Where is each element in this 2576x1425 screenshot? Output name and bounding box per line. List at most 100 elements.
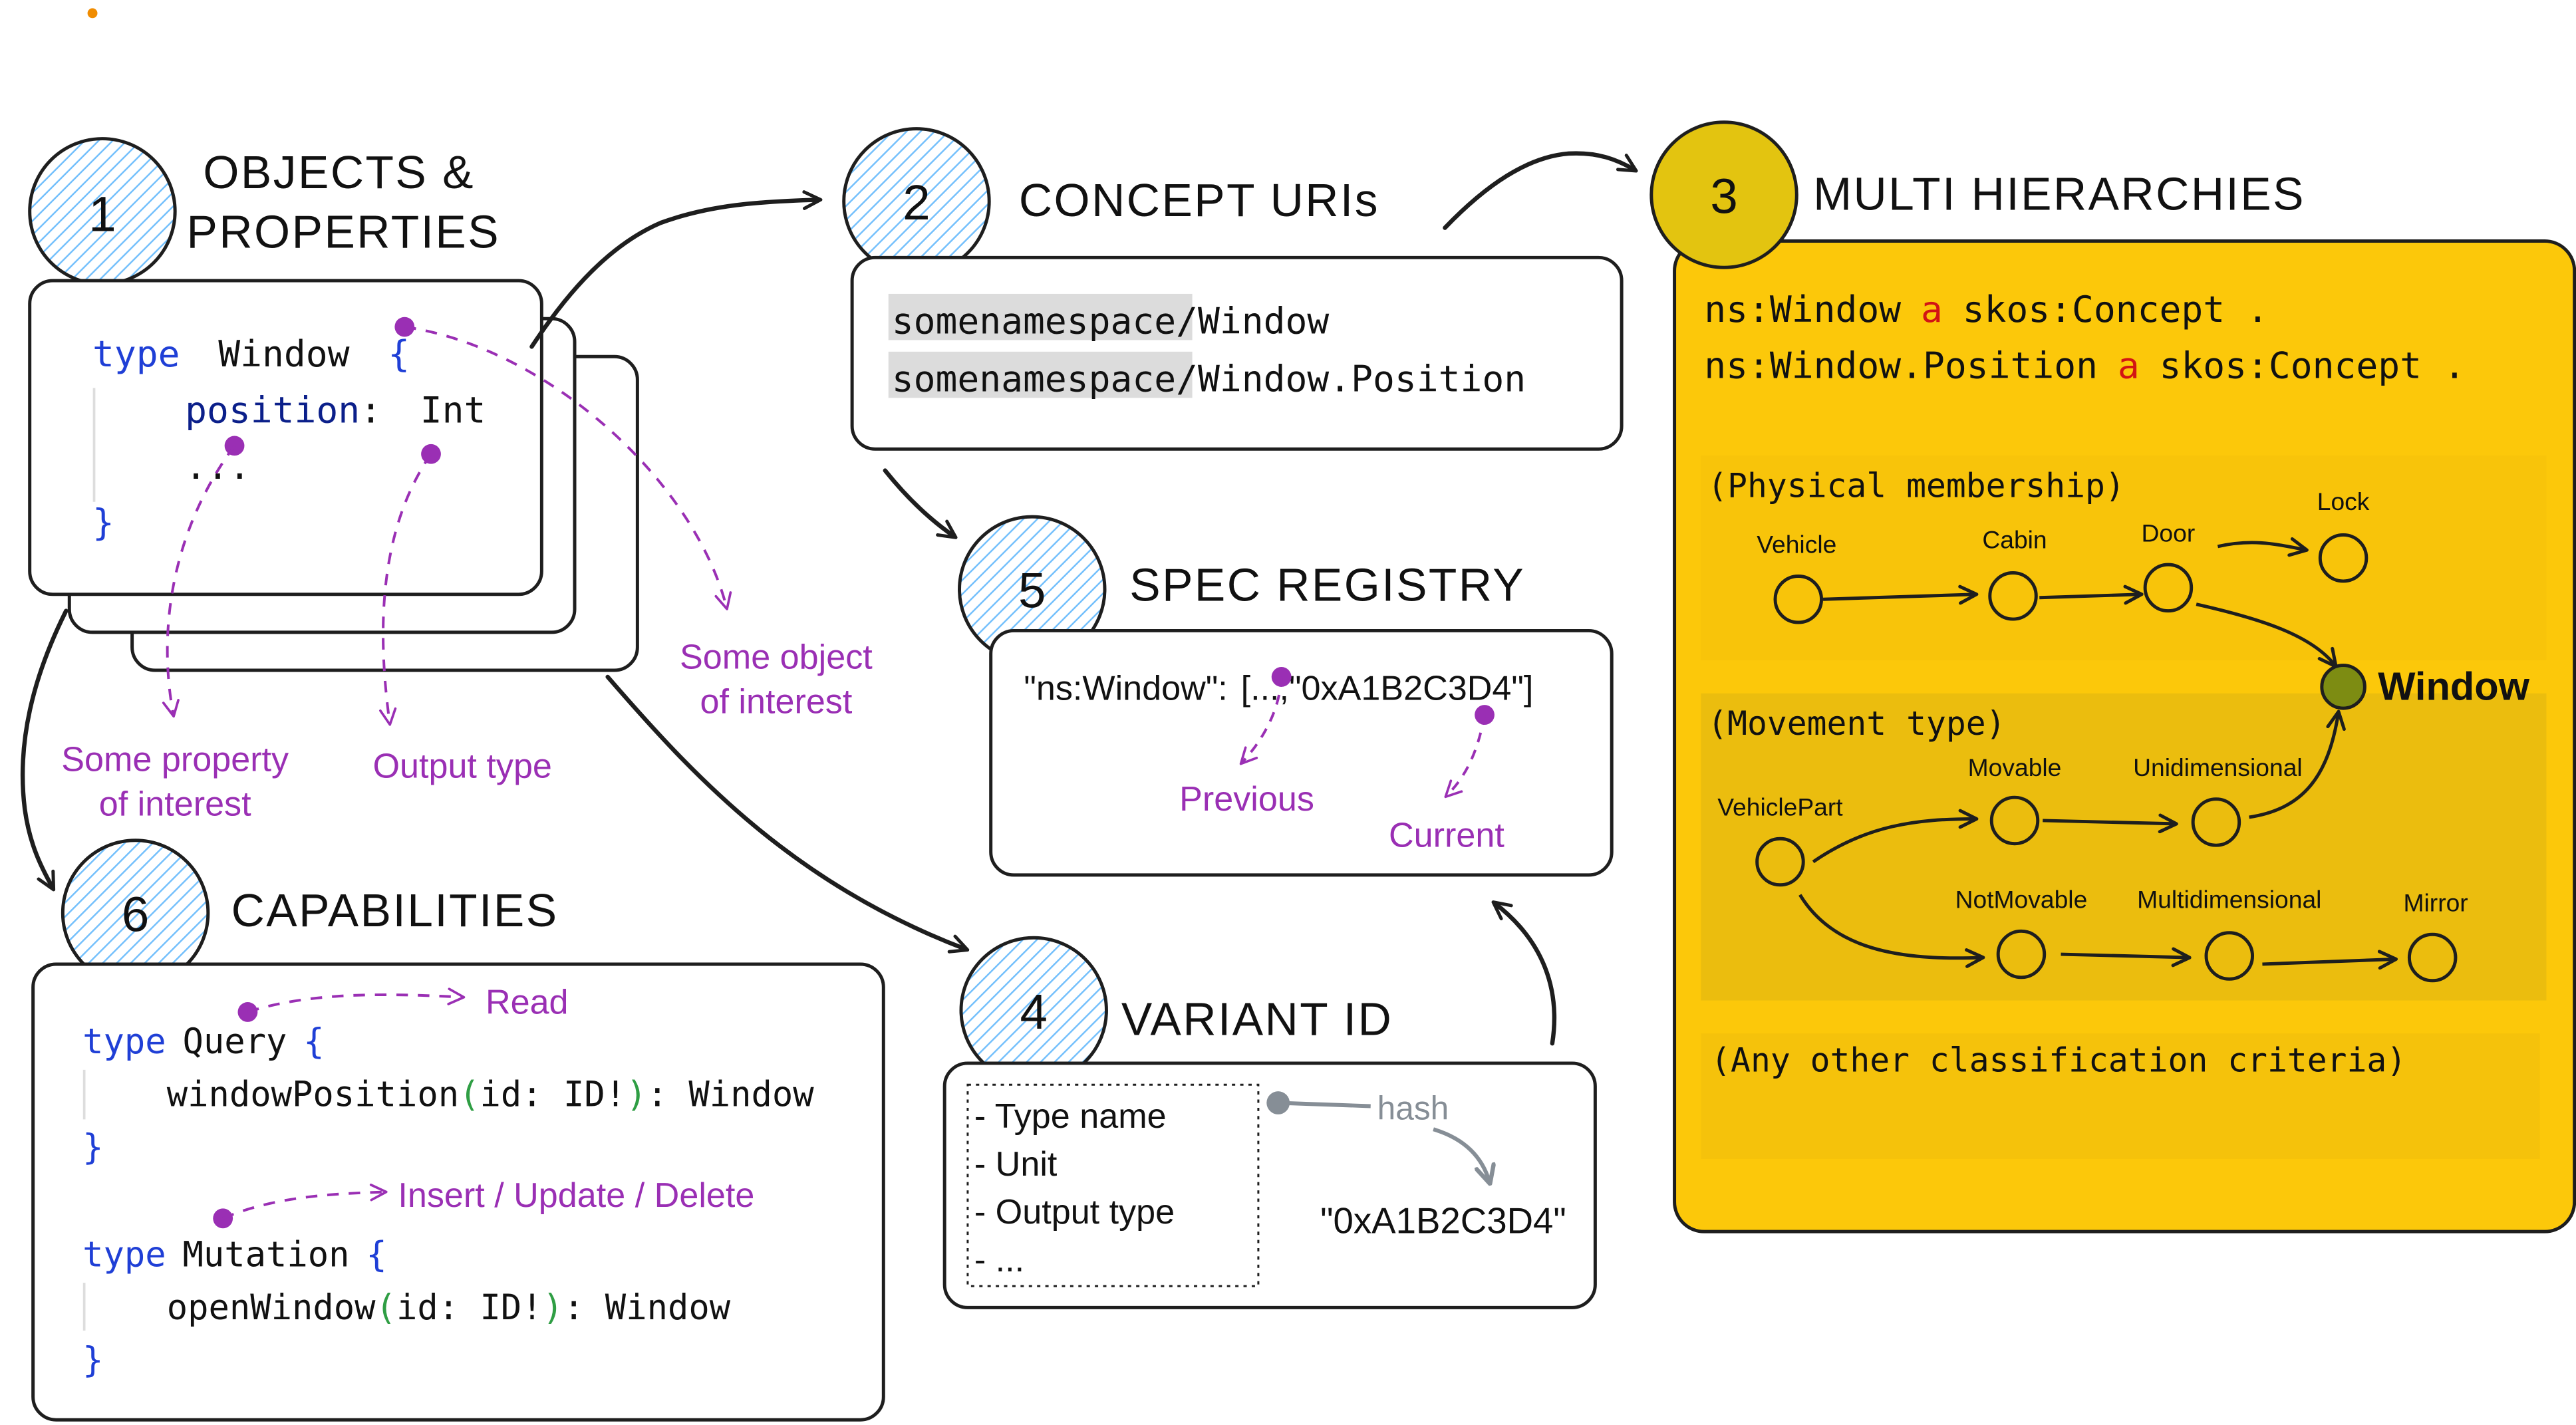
step-4-number: 4 [1020,984,1048,1039]
orange-dot [87,8,98,19]
mutation-paren-close: ) [543,1288,563,1328]
mutation-name: Mutation [182,1235,349,1275]
triple-1: ns:Window a skos:Concept . [1704,288,2269,330]
query-field: windowPosition [167,1075,459,1114]
step-6-number: 6 [122,886,149,942]
query-paren-open: ( [459,1075,480,1114]
open-brace: { [388,332,410,375]
mutation-args: id: ID! [396,1288,543,1328]
variant-input-item: - Type name [974,1097,1167,1136]
annotation-property-line2: of interest [99,785,251,824]
annotation-output-type: Output type [372,747,551,785]
arrow-2-to-5 [883,468,958,539]
mutation-open-brace: { [366,1235,386,1275]
triple-1-predicate: a [1921,288,1943,330]
mutation-paren-open: ( [376,1288,396,1328]
type-name: Window [218,332,349,375]
node-vehicle [1773,575,1824,624]
query-return: : Window [647,1075,815,1114]
step-3-number: 3 [1710,168,1737,223]
namespace-highlight-1 [888,293,1193,340]
step-1-number: 1 [88,187,116,242]
registry-open: [ [1241,670,1251,708]
variant-input-item: - Unit [974,1145,1058,1184]
capabilities-card [31,962,885,1422]
triple-2-subject: ns:Window.Position [1704,344,2098,387]
edge-door-lock [2217,537,2309,557]
annotation-read: Read [486,983,569,1021]
label-vehicle: Vehicle [1757,531,1836,559]
mutation-marker-dot [213,1208,233,1229]
edge-door-window [2196,602,2338,669]
query-field-line: windowPosition(id: ID!): Window [167,1075,815,1114]
registry-current-value: "0xA1B2C3D4" [1289,670,1524,708]
group-physical-label: (Physical membership) [1707,466,2125,505]
annotation-property-line1: Some property [61,740,289,779]
hash-arrow [1433,1127,1489,1182]
step-2-title: CONCEPT URIs [1019,174,1379,226]
label-mirror: Mirror [2404,889,2468,917]
arrow-1-to-4 [605,674,970,954]
object-code-card [28,279,543,596]
step-3-title: MULTI HIERARCHIES [1813,168,2305,219]
arrow-1-to-2 [529,190,823,349]
edge-vehiclepart-notmovable [1798,894,1985,968]
annotation-object-line2: of interest [700,683,852,721]
node-multidimensional [2204,931,2255,981]
type-keyword: type [92,332,180,375]
mutation-close-brace: } [82,1341,103,1380]
variant-input-item: - ... [974,1241,1024,1279]
variant-id-card [942,1061,1597,1309]
node-cabin [1988,571,2038,621]
arrow-4-to-5 [1491,900,1557,1046]
step-4-title: VARIANT ID [1121,993,1393,1045]
label-multidimensional: Multidimensional [2137,886,2321,914]
variant-input-list: - Type name- Unit- Output type- ... [974,1097,1175,1279]
edge-vehicle-cabin [1822,584,1979,605]
uri-2-namespace: somenamespace [892,357,1176,400]
close-brace: } [92,501,114,543]
edge-multidimensional-mirror [2262,950,2398,970]
query-keyword: type [82,1022,166,1062]
step-3-group: 3 MULTI HIERARCHIES ns:Window a skos:Conce… [1649,120,2576,1233]
group-movement-label: (Movement type) [1707,704,2005,743]
registry-close: ] [1524,670,1533,708]
step-5-title: SPEC REGISTRY [1129,559,1525,611]
step-2-group: 2 CONCEPT URIs somenamespace/Window some… [842,127,1624,451]
spec-registry-card [989,628,1614,877]
node-lock [2318,533,2368,583]
query-args: id: ID! [480,1075,627,1114]
uri-2-suffix: /Window.Position [1176,357,1526,400]
field-type: Int [420,389,486,432]
triple-1-subject: ns:Window [1704,288,1901,330]
namespace-highlight-2 [888,351,1193,398]
query-name: Query [182,1022,287,1062]
step-1-group: 1 OBJECTS & PROPERTIES type Window { pos… [28,137,873,824]
step-6-group: 6 CAPABILITIES type Query { windowPosition… [31,839,885,1422]
arrow-2-to-3 [1443,151,1638,230]
object-annotation-arrow [404,325,732,610]
edge-movable-unidimensional [2043,813,2178,834]
triple-1-object: skos:Concept . [1963,288,2269,330]
annotation-object-line1: Some object [680,638,873,677]
group-other-label: (Any other classification criteria) [1711,1041,2406,1079]
edge-cabin-door [2039,584,2144,605]
edge-vehiclepart-movable [1812,809,1979,864]
step-6-title: CAPABILITIES [231,884,559,936]
label-window: Window [2378,664,2529,709]
uri-1-suffix: /Window [1176,300,1329,342]
hash-label: hash [1377,1089,1449,1126]
movement-group-bg [1701,693,2547,1001]
node-door [2143,563,2194,613]
step-5-number: 5 [1018,563,1046,618]
mutation-field: openWindow [167,1288,376,1328]
query-paren-close: ) [626,1075,646,1114]
label-door: Door [2142,519,2196,547]
field-colon: : [360,389,382,432]
uri-1-namespace: somenamespace [892,300,1176,342]
label-cabin: Cabin [1982,525,2047,553]
